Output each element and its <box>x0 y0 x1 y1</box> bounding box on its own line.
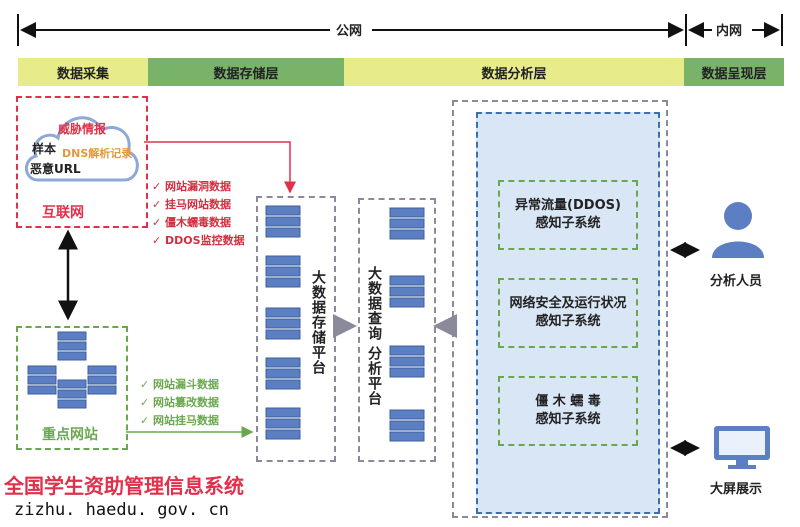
analyst-person-icon <box>712 202 764 258</box>
key-site-item-1: ✓ 网站漏斗数据 <box>140 378 220 391</box>
footer-title: 全国学生资助管理信息系统 <box>4 474 244 498</box>
analyst-label: 分析人员 <box>710 274 763 289</box>
band-present: 数据呈现层 <box>684 58 784 86</box>
big-screen-label: 大屏展示 <box>710 482 763 497</box>
band-analysis: 数据分析层 <box>344 58 684 86</box>
cloud-url-text: 恶意URL <box>30 162 81 176</box>
analysis-outer-box <box>452 100 668 518</box>
cloud-sample-text: 样本 <box>32 142 57 156</box>
key-sites-server-icons <box>27 331 117 409</box>
query-platform-label-2: 分析平台 <box>366 346 382 406</box>
cloud-dns-text: DNS解析记录 <box>62 147 133 160</box>
network-scope-arrows <box>17 14 783 46</box>
key-sites-box <box>16 326 128 450</box>
storage-platform-box <box>256 196 336 462</box>
internet-label: 互联网 <box>42 205 84 221</box>
internet-item-2: ✓ 挂马网站数据 <box>152 198 232 211</box>
public-net-label: 公网 <box>336 24 363 39</box>
query-platform-label-1: 大数据查询 <box>366 266 382 341</box>
storage-platform-label: 大数据存储平台 <box>310 270 326 375</box>
storage-server-icons <box>265 205 301 440</box>
internet-item-1: ✓ 网站漏洞数据 <box>152 180 232 193</box>
query-platform-box <box>358 198 436 462</box>
internet-item-4: ✓ DDOS监控数据 <box>152 234 245 247</box>
internet-item-3: ✓ 僵木蠕毒数据 <box>152 216 232 229</box>
subsystem-ddos: 异常流量(DDOS) 感知子系统 <box>498 180 638 250</box>
key-site-item-2: ✓ 网站篡改数据 <box>140 396 220 409</box>
band-storage: 数据存储层 <box>148 58 344 86</box>
query-server-icons <box>389 207 425 442</box>
key-sites-label: 重点网站 <box>42 427 98 443</box>
big-screen-monitor-icon <box>714 426 770 469</box>
key-site-item-3: ✓ 网站挂马数据 <box>140 414 220 427</box>
footer-url[interactable]: zizhu. haedu. gov. cn <box>14 500 229 520</box>
internet-box <box>16 96 148 228</box>
cloud-threat-text: 威胁情报 <box>58 122 107 136</box>
band-collect: 数据采集 <box>18 58 148 86</box>
private-net-label: 内网 <box>716 24 743 39</box>
subsystem-network: 网络安全及运行状况 感知子系统 <box>498 278 638 348</box>
subsystem-worm: 僵 木 蠕 毒 感知子系统 <box>498 376 638 446</box>
cloud-icon <box>25 116 139 182</box>
